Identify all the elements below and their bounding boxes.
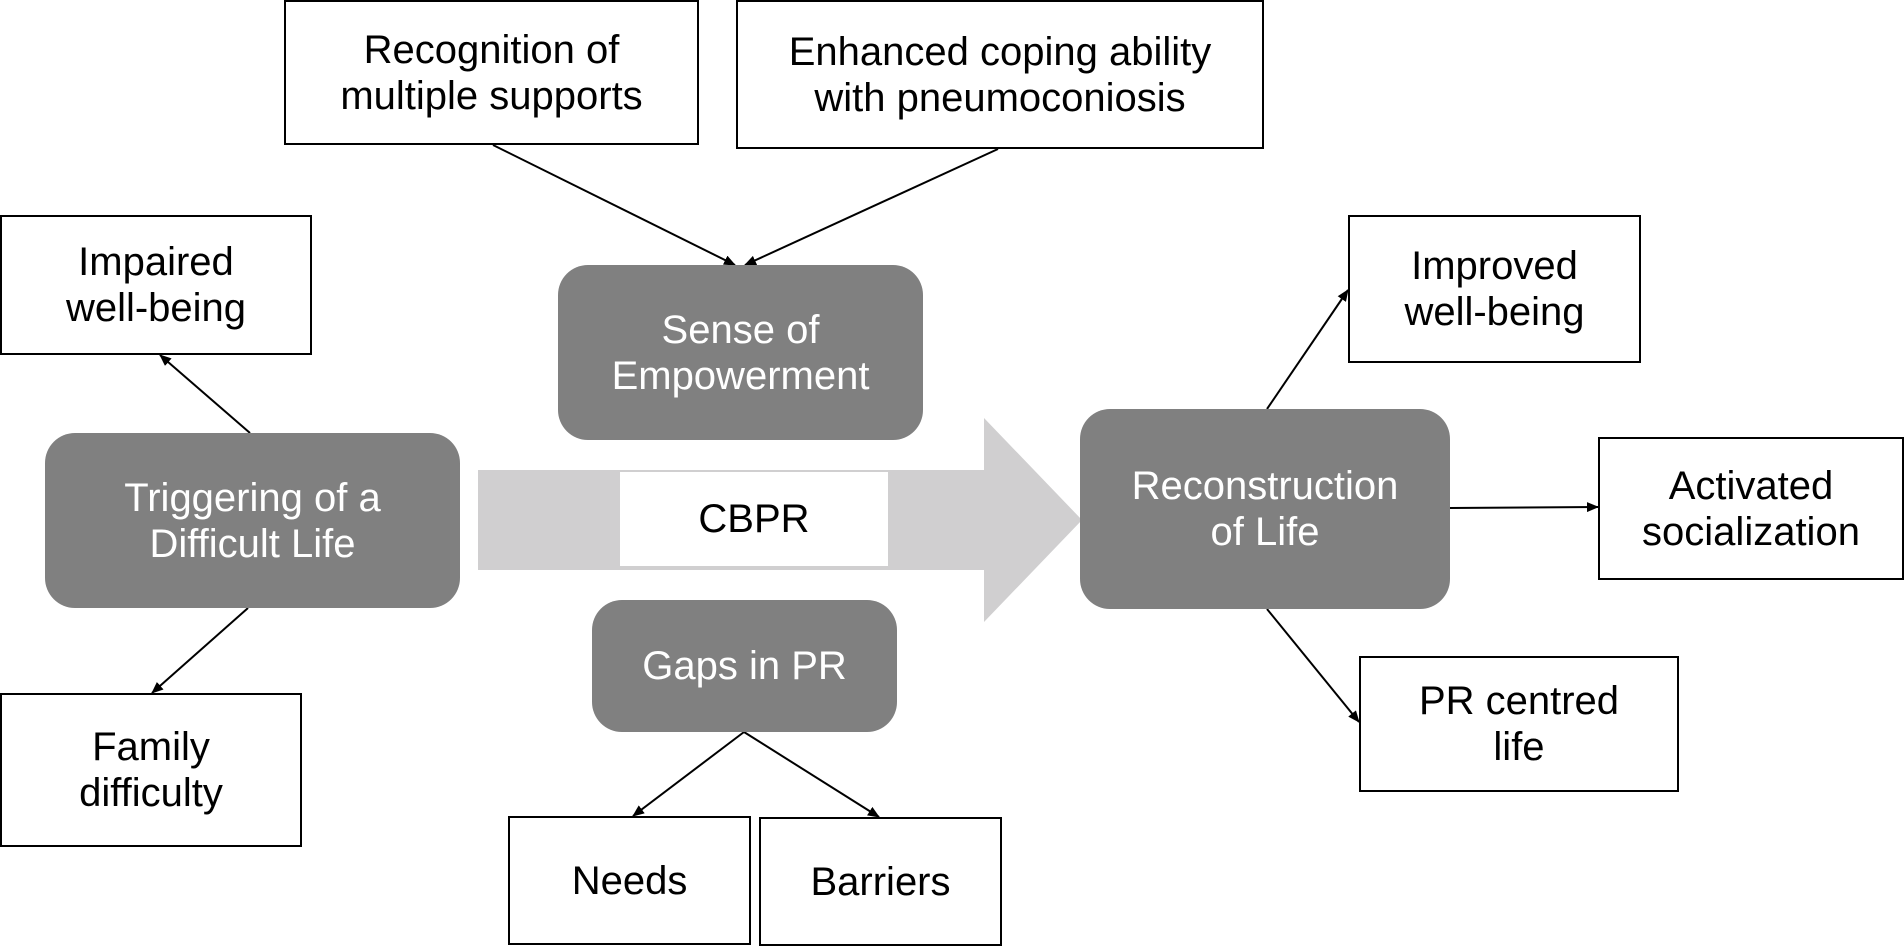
edge-reconstruction-to-activated <box>1449 502 1599 513</box>
node-recognition: Recognition of multiple supports <box>284 0 699 145</box>
node-activated: Activated socialization <box>1598 437 1904 580</box>
edge-gaps-to-barriers <box>743 731 880 818</box>
edge-reconstruction-to-improved <box>1266 289 1349 410</box>
node-impaired: Impaired well-being <box>0 215 312 355</box>
edge-triggering-to-impaired <box>159 354 251 434</box>
edge-coping-to-empowerment <box>744 148 999 266</box>
node-reconstruction: Reconstruction of Life <box>1080 409 1450 609</box>
edge-triggering-to-family <box>151 607 249 694</box>
edge-recognition-to-empowerment <box>492 144 736 266</box>
node-barriers: Barriers <box>759 817 1002 946</box>
node-pr-centred: PR centred life <box>1359 656 1679 792</box>
edges-layer <box>151 144 1599 818</box>
node-coping: Enhanced coping ability with pneumoconio… <box>736 0 1264 149</box>
node-gaps: Gaps in PR <box>592 600 897 732</box>
node-empowerment: Sense of Empowerment <box>558 265 923 440</box>
edge-reconstruction-to-pr-centred <box>1266 608 1360 723</box>
node-improved: Improved well-being <box>1348 215 1641 363</box>
edge-gaps-to-needs <box>632 731 745 817</box>
node-family: Family difficulty <box>0 693 302 847</box>
node-cbpr: CBPR <box>620 472 888 566</box>
node-needs: Needs <box>508 816 751 945</box>
node-triggering: Triggering of a Difficult Life <box>45 433 460 608</box>
